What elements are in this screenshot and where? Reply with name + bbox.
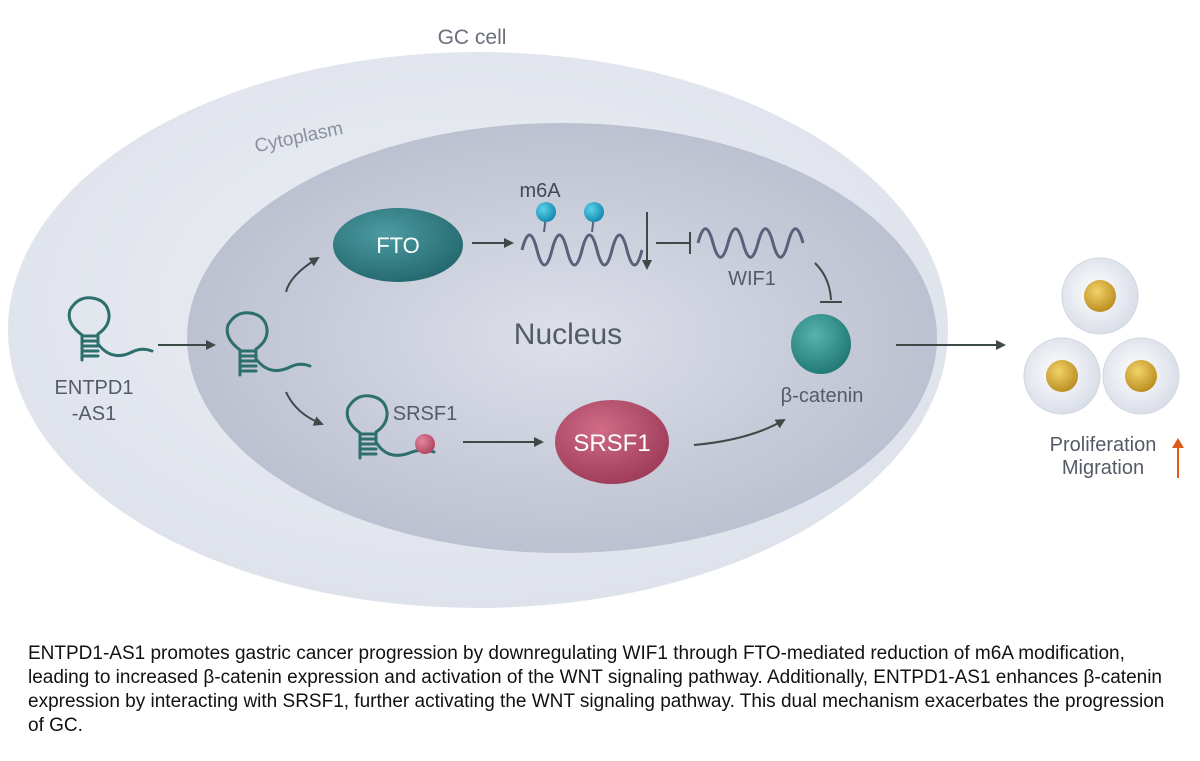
m6a-modification-icon [536,202,604,233]
entpd1-label-line1: ENTPD1 [55,377,134,399]
entpd1-as1-rna-icon [67,296,154,362]
figure-caption: ENTPD1-AS1 promotes gastric cancer progr… [28,643,1165,736]
wif1-label: WIF1 [728,268,776,290]
entpd1-label-line2: -AS1 [72,403,116,425]
lncrna-srsf1-complex-icon [345,394,436,460]
m6a-label: m6A [519,180,561,202]
inhibition-beta-catenin [814,262,842,303]
srsf1-protein [555,400,669,484]
proliferation-label: Proliferation [1050,434,1157,456]
migration-label: Migration [1062,457,1144,479]
mechanism-diagram: GC cell Cytoplasm Nucleus ENTPD1 -AS1 FT… [8,26,1184,608]
beta-catenin-label: β-catenin [781,385,864,407]
arrow-srsf1-to-beta-catenin [693,418,786,446]
nuclear-lncrna-icon [225,311,312,377]
beta-catenin-protein [791,314,851,374]
arrow-to-fto [285,256,320,293]
fto-protein [333,208,463,282]
gc-cell-label: GC cell [438,26,507,49]
nucleus-label: Nucleus [514,318,622,351]
wif1-mrna-methylated [520,233,644,267]
srsf1-small-label: SRSF1 [393,403,457,425]
srsf1-bound-dot [415,434,435,454]
inhibition-wif1 [656,232,691,254]
up-arrow-icon [1172,438,1184,478]
fto-label: FTO [376,233,420,258]
proliferating-cells-icon [1023,257,1180,415]
wif1-mrna [696,227,805,259]
srsf1-protein-label: SRSF1 [573,430,650,457]
arrow-to-srsf1-complex [285,391,324,426]
